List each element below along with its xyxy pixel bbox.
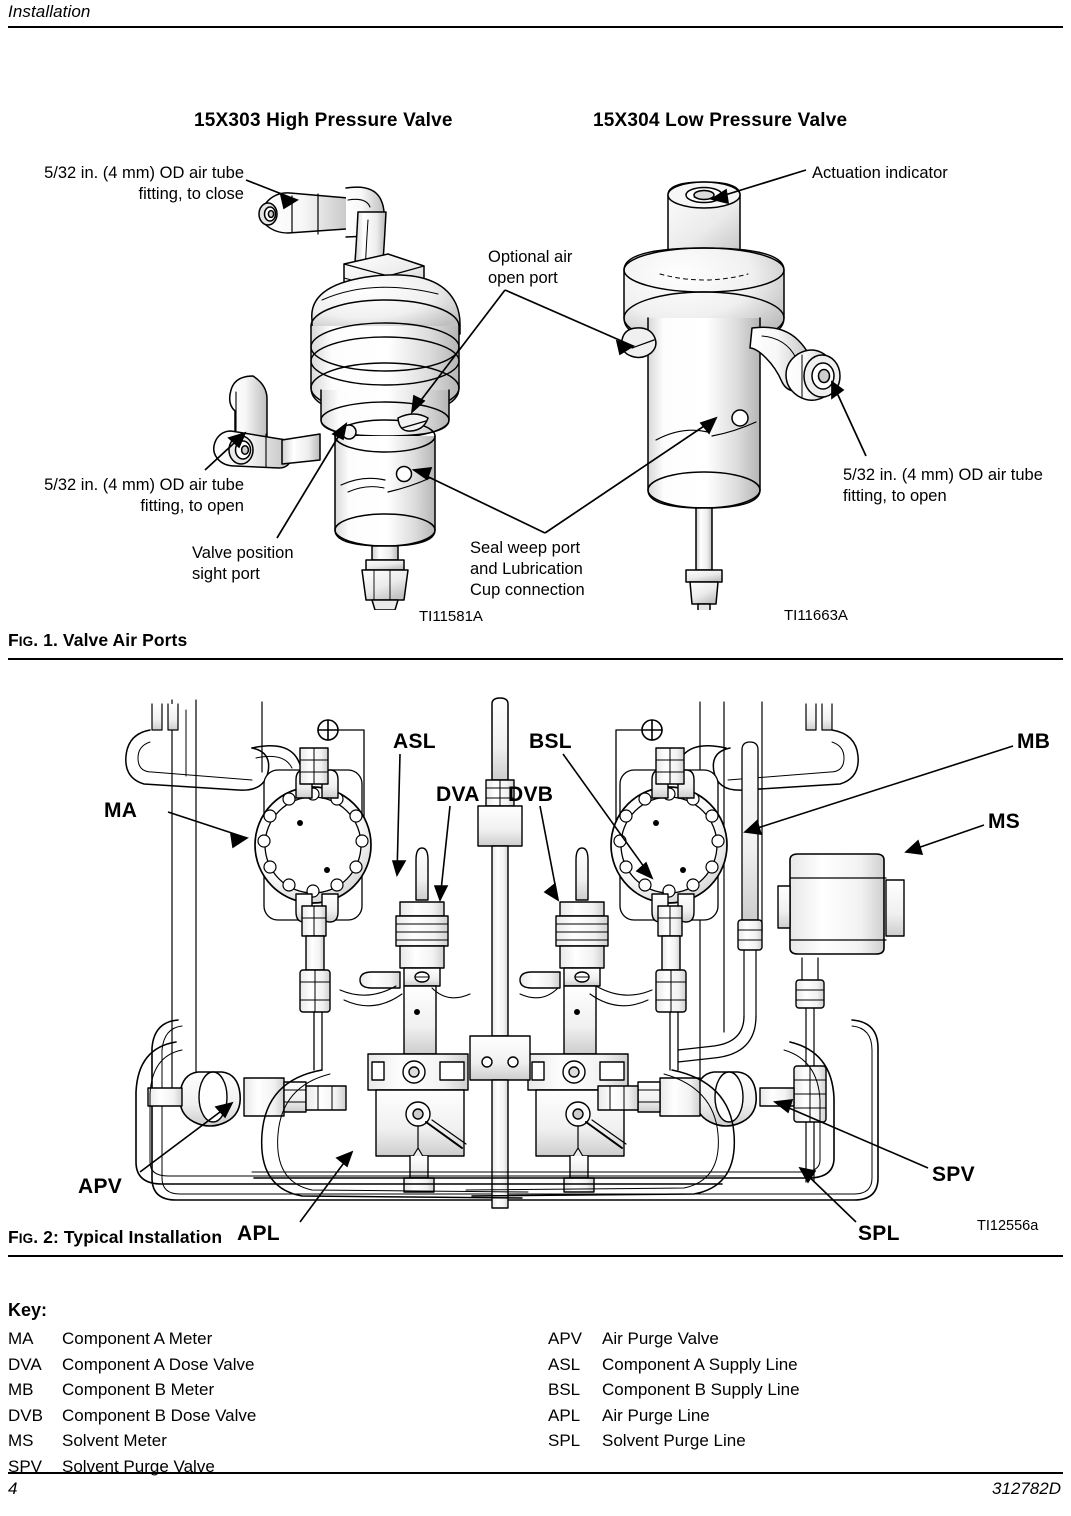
figure2-rule <box>8 1255 1063 1257</box>
key-row: ASL Component A Supply Line <box>548 1352 800 1378</box>
key-description: Component B Supply Line <box>602 1380 800 1400</box>
callout-valve-position-sight-port: Valve position sight port <box>192 544 294 583</box>
figure2-label-bsl: BSL <box>529 730 572 753</box>
callout-air-tube-open-left: 5/32 in. (4 mm) OD air tube fitting, to … <box>44 476 244 515</box>
figure2-label-mb: MB <box>1017 730 1051 753</box>
key-row: DVA Component A Dose Valve <box>8 1352 256 1378</box>
drawing-id-installation: TI12556a <box>977 1218 1039 1234</box>
callout-air-tube-open-right: 5/32 in. (4 mm) OD air tube fitting, to … <box>843 466 1043 505</box>
component-a-meter <box>254 747 372 937</box>
key-description: Air Purge Valve <box>602 1329 719 1348</box>
component-b-dose-valve <box>519 847 629 1193</box>
key-heading: Key: <box>8 1300 48 1320</box>
figure1-title-low-pressure: 15X304 Low Pressure Valve <box>593 110 848 131</box>
figure2-label-dva: DVA <box>436 783 480 806</box>
figure2-label-ms: MS <box>988 810 1021 833</box>
figure2-label-spv: SPV <box>932 1163 975 1186</box>
drawing-id-high-pressure: TI11581A <box>419 608 483 625</box>
key-row: SPL Solvent Purge Line <box>548 1428 800 1454</box>
key-row: MB Component B Meter <box>8 1377 256 1403</box>
key-description: Component A Dose Valve <box>62 1354 255 1374</box>
callout-seal-weep-port: Seal weep port and Lubrication Cup conne… <box>470 539 585 599</box>
key-row: BSL Component B Supply Line <box>548 1377 800 1403</box>
component-b-meter <box>610 747 728 937</box>
key-abbreviation: BSL <box>548 1380 581 1400</box>
key-abbreviation: MA <box>8 1329 34 1348</box>
callout-actuation-indicator: Actuation indicator <box>812 164 948 182</box>
key-description: Solvent Purge Valve <box>62 1456 215 1476</box>
callout-air-tube-close: 5/32 in. (4 mm) OD air tube fitting, to … <box>44 164 244 203</box>
key-abbreviation: APL <box>548 1405 581 1425</box>
key-abbreviation: DVB <box>8 1405 43 1425</box>
key-description: Air Purge Line <box>602 1405 710 1425</box>
key-row: APV Air Purge Valve <box>548 1326 800 1352</box>
solvent-meter <box>777 853 905 1183</box>
key-row: DVB Component B Dose Valve <box>8 1403 256 1429</box>
key-row: SPV Solvent Purge Valve <box>8 1454 256 1480</box>
component-a-dose-valve <box>359 847 469 1193</box>
key-abbreviation: ASL <box>548 1354 581 1374</box>
figure2-label-apl: APL <box>237 1222 280 1245</box>
figure2-caption: FIG. 2: Typical Installation <box>8 1227 223 1247</box>
key-abbreviation: DVA <box>8 1354 42 1374</box>
document-number: 312782D <box>991 1479 1061 1498</box>
header-rule <box>8 26 1063 28</box>
key-abbreviation: APV <box>548 1329 583 1348</box>
key-row: APL Air Purge Line <box>548 1403 800 1429</box>
drawing-id-low-pressure: TI11663A <box>784 607 848 624</box>
figure2-label-spl: SPL <box>858 1222 900 1245</box>
key-description: Component B Dose Valve <box>62 1405 257 1425</box>
key-abbreviation: MS <box>8 1431 34 1451</box>
figure2-label-apv: APV <box>78 1175 123 1198</box>
key-description: Solvent Meter <box>62 1431 167 1451</box>
figure2-label-asl: ASL <box>393 730 436 753</box>
figure2-label-ma: MA <box>104 799 138 822</box>
key-row: MS Solvent Meter <box>8 1428 256 1454</box>
key-description: Solvent Purge Line <box>602 1431 746 1451</box>
key-abbreviation: SPL <box>548 1431 581 1451</box>
solvent-purge-valve <box>597 1071 795 1127</box>
key-description: Component A Supply Line <box>602 1354 798 1374</box>
running-head: Installation <box>8 2 91 21</box>
figure2-label-dvb: DVB <box>508 783 554 806</box>
key-abbreviation: MB <box>8 1380 34 1400</box>
figure1-caption: FIG. 1. Valve Air Ports <box>8 630 188 650</box>
page-number: 4 <box>8 1479 18 1498</box>
figure1-rule <box>8 658 1063 660</box>
callout-optional-air-open-port: Optional air open port <box>488 248 573 287</box>
key-row: MA Component A Meter <box>8 1326 256 1352</box>
figure2-artwork <box>125 697 905 1209</box>
key-abbreviation: SPV <box>8 1456 43 1476</box>
air-purge-valve <box>147 1071 347 1127</box>
key-description: Component A Meter <box>62 1329 213 1348</box>
footer-rule <box>8 1472 1063 1474</box>
key-description: Component B Meter <box>62 1380 215 1400</box>
figure1-title-high-pressure: 15X303 High Pressure Valve <box>194 110 453 131</box>
